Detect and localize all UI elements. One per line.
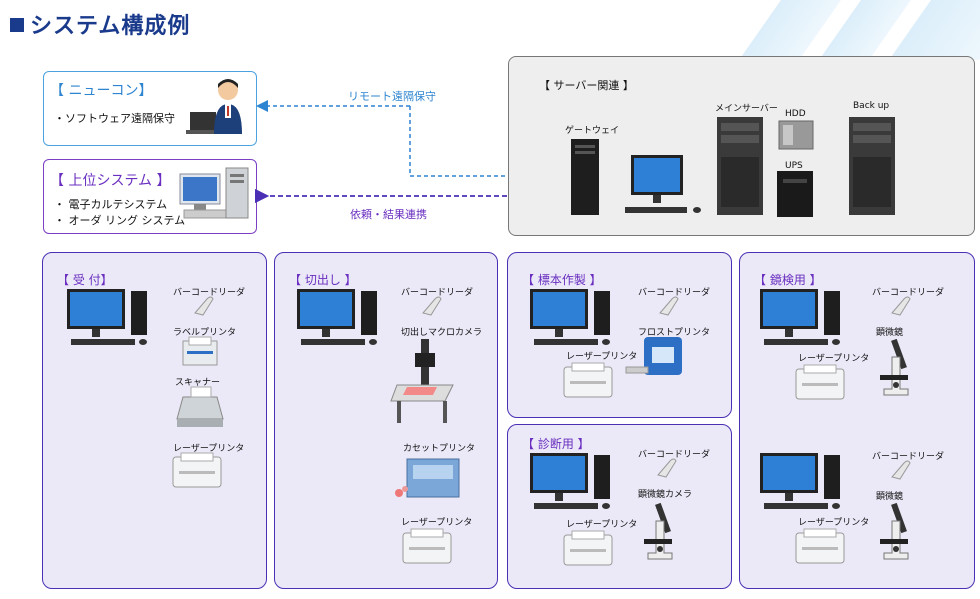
upper-system-title: 【 上位システム 】 (50, 173, 171, 189)
frost-printer-icon (625, 337, 682, 375)
panel-microscopy: 【 鏡検用 】 バーコードリーダ 顕微鏡 レーザープリンタ バーコードリーダ 顕… (739, 252, 975, 589)
microscope-icon-1 (874, 337, 914, 403)
page-title: システム構成例 (10, 8, 190, 40)
nyucon-item: ・ソフトウェア遠隔保守 (54, 112, 175, 125)
specimen-barcode-label: バーコードリーダ (638, 288, 711, 298)
main-server-icon (717, 117, 763, 215)
ups-label: UPS (785, 161, 803, 171)
diagnosis-camera-label: 顕微鏡カメラ (638, 490, 693, 500)
specimen-barcode-icon (658, 295, 682, 321)
hdd-label: HDD (785, 109, 806, 119)
panel-specimen: 【 標本作製 】 バーコードリーダ フロストプリンタ レーザープリンタ (507, 252, 732, 418)
monitor-icon (625, 155, 701, 213)
upper-system-box: 【 上位システム 】 ・ 電子カルテシステム ・ オーダ リング システム (43, 159, 257, 234)
nyucon-box: 【 ニューコン】 ・ソフトウェア遠隔保守 (43, 71, 257, 146)
upper-system-item-emr: ・ 電子カルテシステム (54, 198, 168, 211)
microscopy-pc-icon-2 (760, 453, 860, 521)
panel-diagnosis: 【 診断用 】 バーコードリーダ 顕微鏡カメラ レーザープリンタ (507, 424, 732, 589)
diagnosis-barcode-label: バーコードリーダ (638, 450, 711, 460)
panel-reception: 【 受 付】 バーコードリーダ ラベルプリンタ スキャナー レーザープリンタ (42, 252, 267, 589)
microscopy-barcode-label-1: バーコードリーダ (872, 288, 945, 298)
cutting-laser-label: レーザープリンタ (401, 518, 473, 528)
desktop-pc-icon (179, 167, 249, 219)
upper-system-item-ordering: ・ オーダ リング システム (54, 214, 186, 227)
specimen-laser-label: レーザープリンタ (566, 352, 638, 362)
reception-laser-printer-icon (169, 451, 229, 495)
panel-diagnosis-title: 【 診断用 】 (522, 437, 590, 451)
microscopy-barcode-label-2: バーコードリーダ (872, 452, 945, 462)
reception-scanner-label: スキャナー (175, 378, 221, 388)
microscopy-laser-label-1: レーザープリンタ (798, 354, 870, 364)
request-result-label: 依頼・結果連携 (350, 208, 427, 221)
microscopy-barcode-icon-2 (890, 459, 914, 485)
cutting-pc-icon (297, 289, 397, 357)
reception-barcode-label: バーコードリーダ (173, 288, 246, 298)
reception-label-printer-label: ラベルプリンタ (173, 328, 237, 338)
server-box: 【 サーバー関連 】 ゲートウェイ メインサーバー HDD UPS Back u… (508, 56, 975, 236)
panel-specimen-title: 【 標本作製 】 (522, 273, 602, 287)
microscopy-laser-printer-icon-1 (792, 363, 852, 407)
specimen-laser-printer-icon (560, 361, 620, 405)
main-server-label: メインサーバー (715, 104, 778, 114)
cutting-laser-printer-icon (399, 527, 459, 571)
specimen-frost-label: フロストプリンタ (638, 328, 711, 338)
cassette-printer-icon (395, 458, 460, 498)
microscopy-laser-label-2: レーザープリンタ (798, 518, 870, 528)
panel-microscopy-title: 【 鏡検用 】 (754, 273, 822, 287)
nyucon-title: 【 ニューコン】 (50, 83, 153, 99)
reception-pc-icon (67, 289, 167, 357)
microscopy-laser-printer-icon-2 (792, 527, 852, 571)
reception-barcode-icon (193, 295, 217, 321)
macro-camera-icon (390, 339, 454, 423)
microscopy-scope-label-1: 顕微鏡 (876, 328, 904, 338)
gateway-icon (571, 139, 599, 215)
server-title: 【 サーバー関連 】 (539, 79, 634, 92)
panel-cutting: 【 切出し 】 バーコードリーダ 切出しマクロカメラ カセットプリンタ レーザー… (274, 252, 498, 589)
diagnosis-laser-printer-icon (560, 529, 620, 573)
microscope-icon-2 (874, 501, 914, 567)
diagnosis-microscope-camera-icon (638, 501, 678, 567)
diagnosis-pc-icon (530, 453, 630, 521)
gateway-label: ゲートウェイ (565, 126, 620, 136)
panel-cutting-title: 【 切出し 】 (289, 273, 357, 287)
specimen-pc-icon (530, 289, 630, 357)
cutting-barcode-icon (421, 295, 445, 321)
microscopy-scope-label-2: 顕微鏡 (876, 492, 904, 502)
microscopy-barcode-icon-1 (890, 295, 914, 321)
reception-laser-label: レーザープリンタ (173, 444, 245, 454)
cutting-macro-label: 切出しマクロカメラ (401, 328, 483, 338)
support-person-icon (186, 79, 242, 134)
cutting-cassette-label: カセットプリンタ (403, 444, 476, 454)
diagnosis-laser-label: レーザープリンタ (566, 520, 638, 530)
ups-icon (777, 171, 813, 217)
scanner-icon (173, 386, 227, 435)
label-printer-icon (181, 336, 221, 375)
backup-label: Back up (853, 101, 890, 111)
hdd-icon (778, 120, 814, 150)
backup-server-icon (849, 117, 895, 215)
microscopy-pc-icon-1 (760, 289, 860, 357)
panel-reception-title: 【 受 付】 (57, 273, 113, 287)
cutting-barcode-label: バーコードリーダ (401, 288, 474, 298)
diagnosis-barcode-icon (656, 457, 680, 483)
remote-maintenance-label: リモート遠隔保守 (348, 90, 436, 103)
